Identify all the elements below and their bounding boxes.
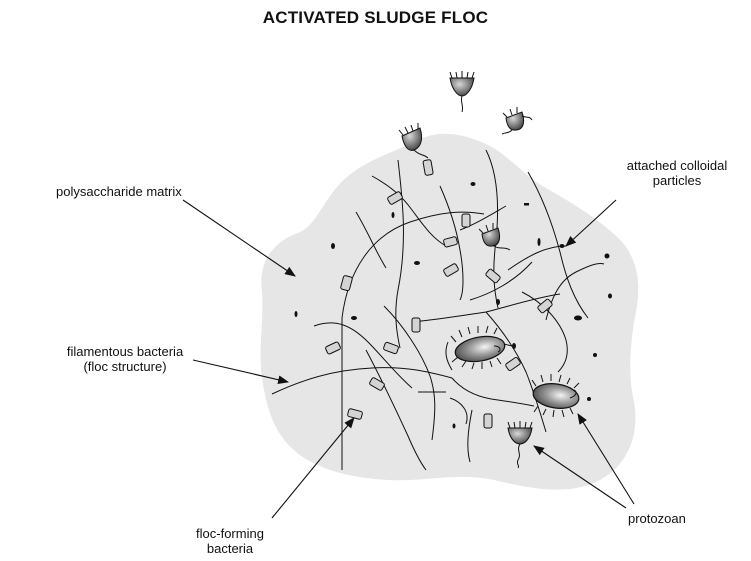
leader-arrows xyxy=(182,199,635,519)
arrow-polysaccharide xyxy=(182,199,296,277)
arrow-protozoan-1 xyxy=(533,445,627,509)
diagram-title: ACTIVATED SLUDGE FLOC xyxy=(262,8,489,27)
arrow-protozoan-2 xyxy=(577,413,635,505)
label-polysaccharide-matrix: polysaccharide matrix xyxy=(56,184,182,199)
protozoan-ciliate-2 xyxy=(531,374,580,418)
filamentous-bacteria xyxy=(271,149,605,471)
protozoan-stalked-2 xyxy=(398,123,429,159)
protozoan-stalked-5 xyxy=(507,421,533,469)
floc-forming-bacteria xyxy=(325,159,553,429)
arrow-floc-forming xyxy=(271,417,355,519)
label-protozoan: protozoan xyxy=(628,511,686,526)
protozoan-stalked-3 xyxy=(501,107,533,135)
protozoan-stalked-4 xyxy=(478,223,511,251)
protozoan-ciliate-1 xyxy=(450,325,513,370)
arrow-filamentous xyxy=(192,359,290,385)
floc-matrix xyxy=(260,133,639,490)
label-floc-forming-bacteria: floc-forming bacteria xyxy=(196,526,264,556)
protozoan-stalked-1 xyxy=(449,71,475,113)
label-filamentous-bacteria: filamentous bacteria (floc structure) xyxy=(66,344,184,374)
arrow-colloidal xyxy=(565,199,617,247)
label-attached-colloidal-particles: attached colloidal particles xyxy=(626,158,728,188)
colloidal-particles xyxy=(294,182,612,429)
